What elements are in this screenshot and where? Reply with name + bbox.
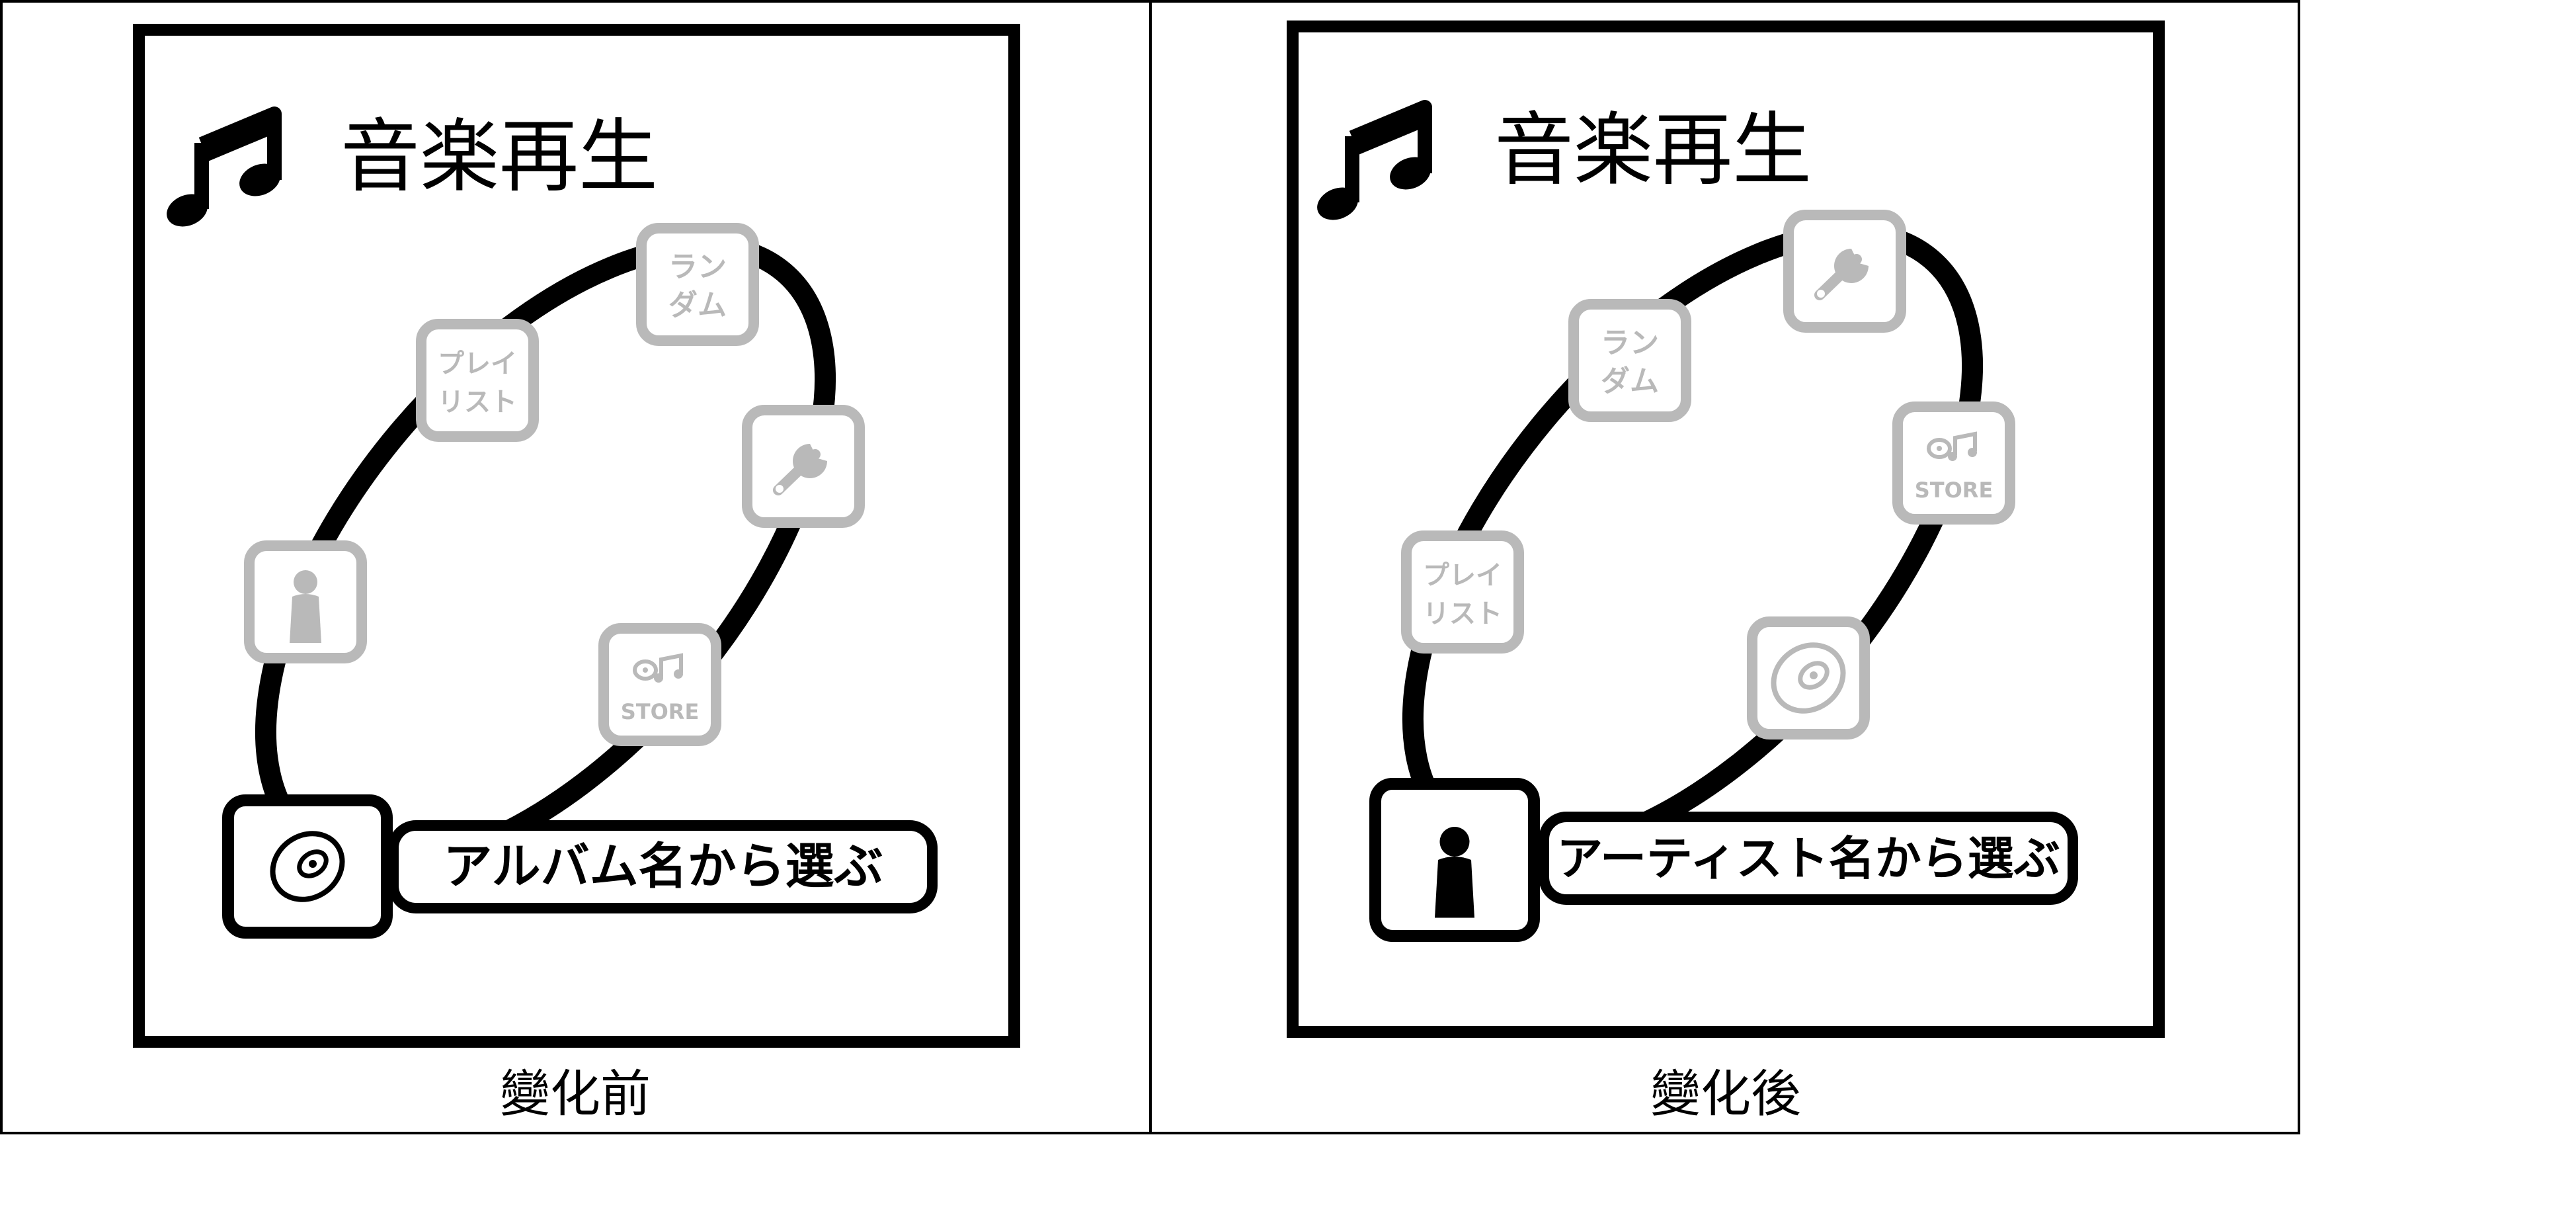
random-label-line1: ラン: [668, 250, 727, 284]
album-tile[interactable]: [1752, 622, 1865, 734]
random-label-line2: ダム: [1601, 364, 1659, 398]
screen-title: 音楽再生: [341, 111, 658, 203]
random-tile[interactable]: ラン ダム: [1574, 304, 1686, 417]
settings-tile[interactable]: [747, 410, 860, 523]
playlist-label-line2: リスト: [1423, 599, 1502, 629]
random-label-line1: ラン: [1601, 326, 1659, 360]
selected-album-tile[interactable]: [222, 794, 393, 939]
random-label-line2: ダム: [668, 288, 727, 322]
selected-label: アルバム名から選ぶ: [443, 838, 883, 895]
store-label: STORE: [621, 699, 700, 724]
selected-label: アーティスト名から選ぶ: [1556, 831, 2060, 886]
playlist-label-line2: リスト: [438, 387, 517, 417]
playlist-label-line1: プレイ: [1423, 560, 1502, 591]
caption-before: 變化前: [500, 1064, 651, 1123]
random-tile[interactable]: ラン ダム: [641, 228, 754, 341]
selected-artist-tile[interactable]: [1369, 778, 1540, 942]
playlist-label-line1: プレイ: [438, 349, 517, 379]
store-tile[interactable]: STORE: [1898, 407, 2010, 519]
store-label: STORE: [1915, 478, 1993, 503]
screen-title: 音楽再生: [1494, 105, 1812, 196]
selected-label-box: [388, 820, 938, 913]
artist-tile[interactable]: [249, 546, 362, 658]
panel-after: 音楽再生 ラン ダム STORE プレイ リスト: [1287, 21, 2165, 1123]
person-icon: [290, 570, 321, 643]
store-tile[interactable]: STORE: [604, 628, 716, 741]
artist-person-icon: [1435, 827, 1474, 918]
settings-tile[interactable]: [1789, 215, 1901, 327]
caption-after: 變化後: [1650, 1064, 1801, 1123]
selected-label-box: [1539, 812, 2078, 905]
playlist-tile[interactable]: プレイ リスト: [421, 324, 534, 437]
playlist-tile[interactable]: プレイ リスト: [1406, 536, 1519, 648]
panel-before: 音楽再生 ラン ダム プレイ リスト STORE: [133, 24, 1020, 1123]
